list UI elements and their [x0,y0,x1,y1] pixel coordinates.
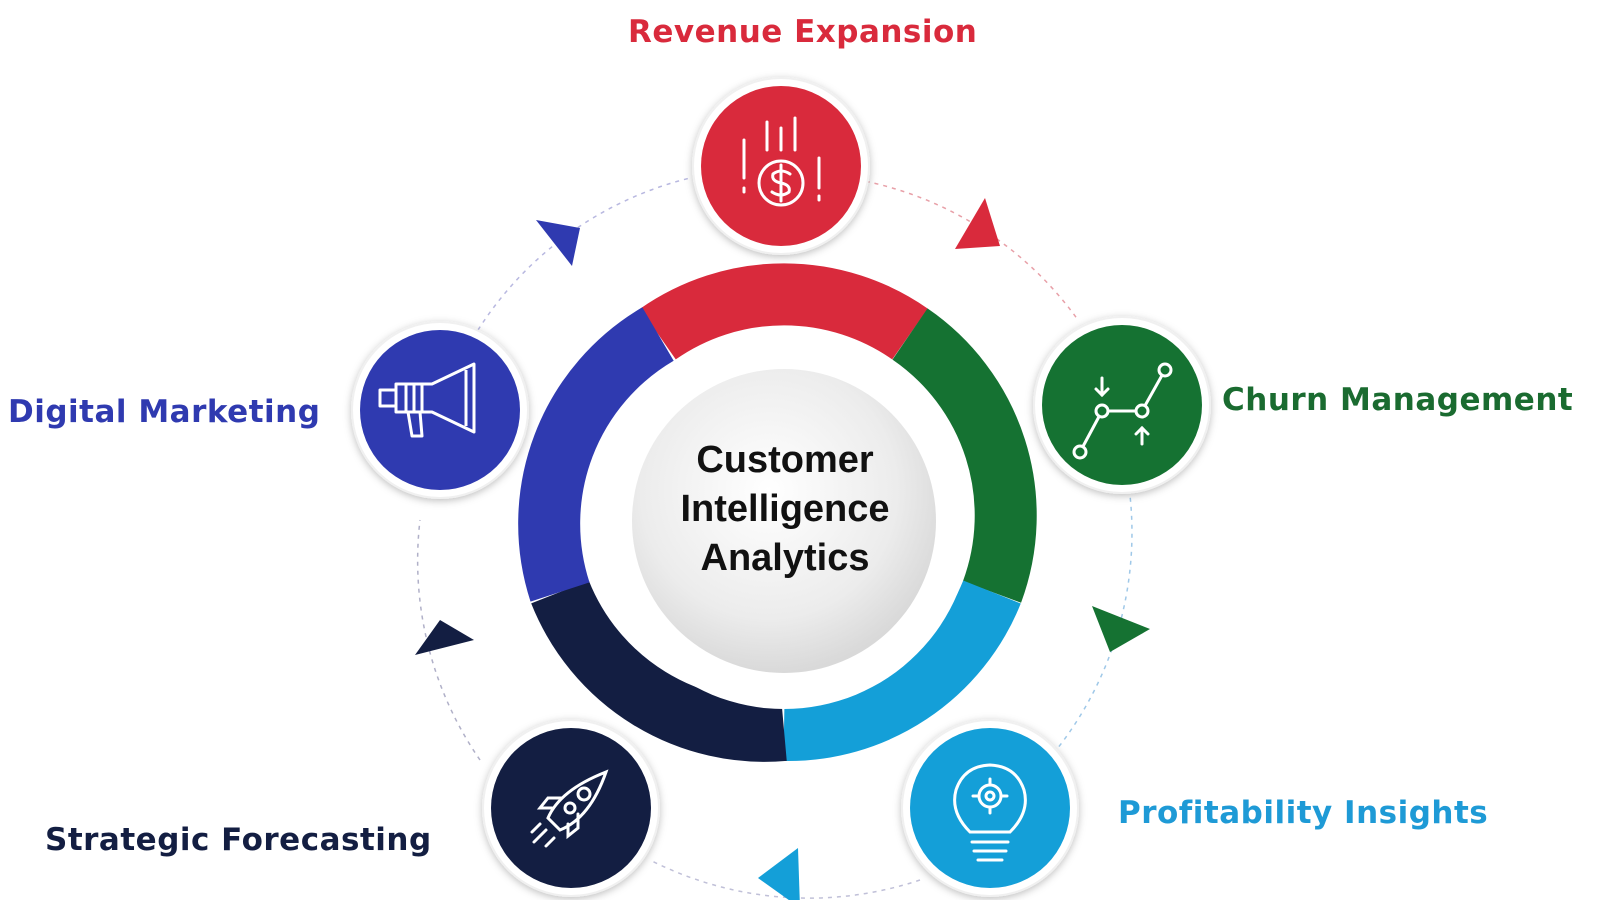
rocket-icon [530,769,609,848]
label-strategic-forecasting: Strategic Forecasting [45,822,432,858]
lightbulb-gear-icon [953,763,1027,862]
node-churn-management[interactable] [1033,316,1211,494]
ring-segment-indigo [518,307,675,602]
arrow-blue-icon [758,848,800,900]
line-graph-icon [1072,362,1173,460]
arrow-red-icon [955,198,1000,249]
arrow-indigo-icon [536,220,580,266]
center-title-line-1: Customer [696,439,874,481]
label-revenue-expansion: Revenue Expansion [628,14,978,50]
node-digital-marketing[interactable] [351,321,529,499]
orbit-arc-blue [649,859,921,899]
node-profitability-insights[interactable] [901,719,1079,897]
ring-segment-navy [531,580,787,762]
label-digital-marketing: Digital Marketing [8,394,321,430]
label-profitability-insights: Profitability Insights [1118,795,1489,831]
arrow-navy-icon [415,620,474,655]
ring-segment-green [892,308,1037,603]
center-disc [632,369,936,673]
center-title-line-3: Analytics [700,537,870,579]
node-strategic-forecasting[interactable] [482,719,660,897]
label-churn-management: Churn Management [1222,382,1574,418]
ring-segment-red [640,263,928,360]
central-ring [518,263,1037,762]
ring-segment-blue [783,579,1021,762]
node-revenue-expansion[interactable] [692,77,870,255]
arrow-green-icon [1092,606,1150,652]
center-title-line-2: Intelligence [680,488,890,530]
center-title: Customer Intelligence Analytics [640,436,930,583]
dollar-coin-icon [742,116,821,207]
megaphone-icon [378,362,476,438]
